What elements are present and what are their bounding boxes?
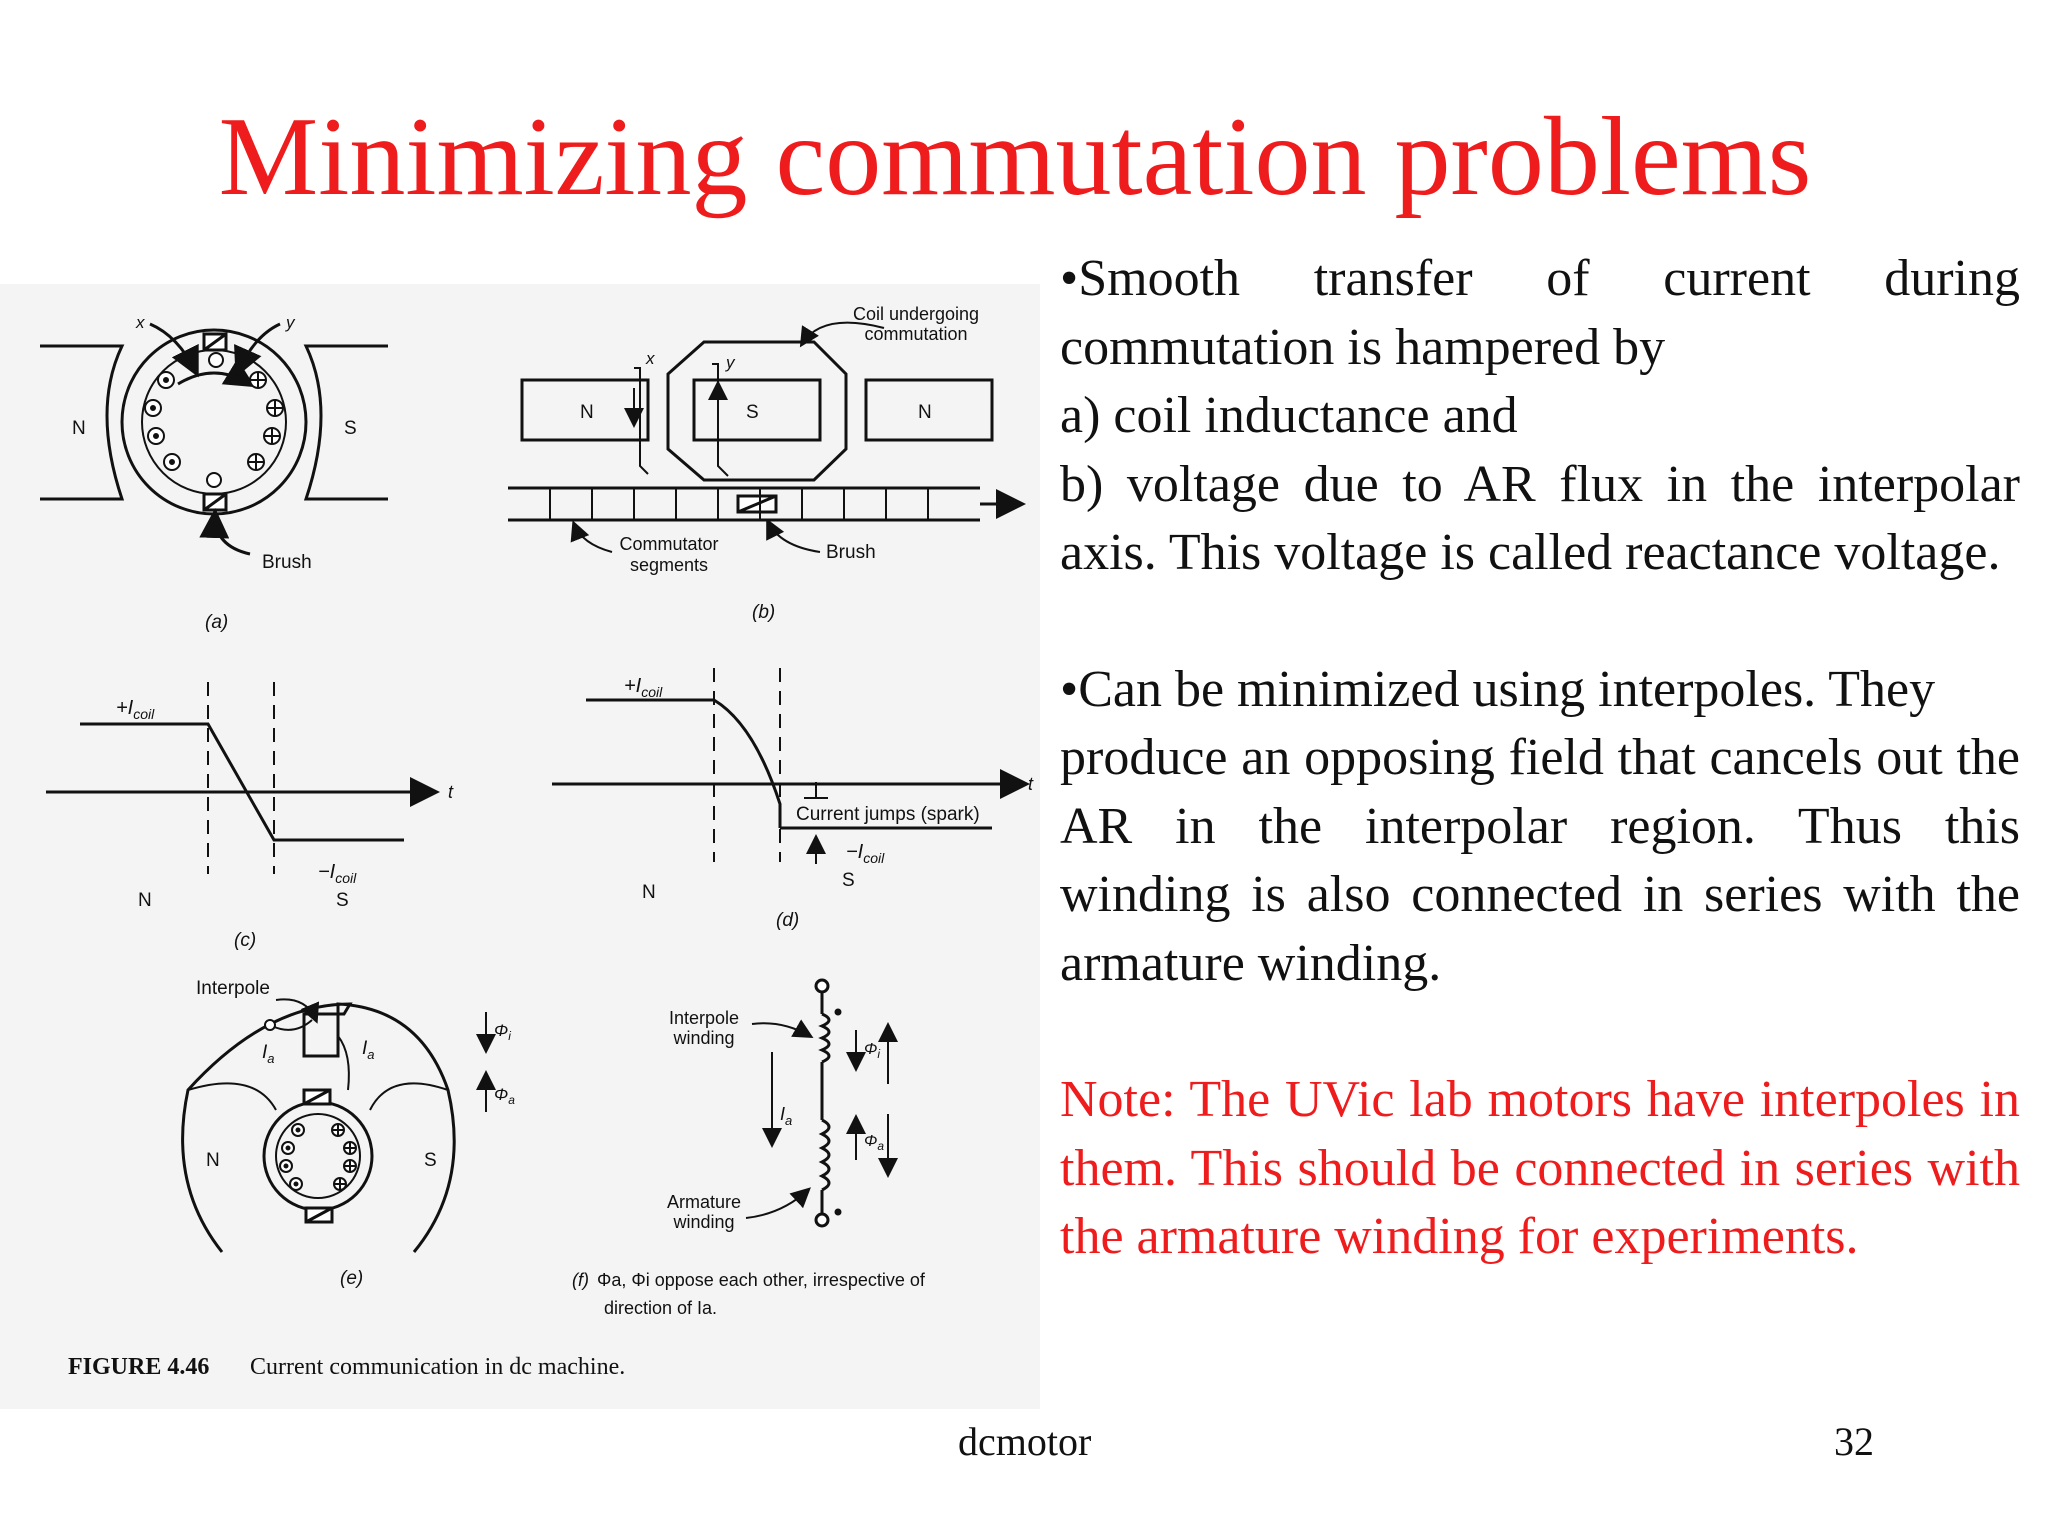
footer-label: dcmotor [958, 1419, 1092, 1464]
panel-f-ia: Ia [780, 1104, 792, 1128]
panel-e-label: (e) [340, 1268, 363, 1289]
panel-a-brush-label: Brush [262, 552, 312, 573]
panel-b-south: S [746, 402, 759, 423]
panel-b [508, 321, 1026, 553]
panel-a-label: (a) [205, 612, 228, 633]
panel-f-note2: direction of Ia. [604, 1298, 717, 1318]
panel-a-north: N [72, 418, 86, 439]
panel-f-phi-i: Φi [864, 1041, 880, 1061]
panel-e-interpole-label: Interpole [196, 978, 270, 999]
panel-d-t: t [1028, 774, 1034, 794]
panel-e-ia-left: Ia [262, 1042, 275, 1066]
bullet-1-line-1: •Smooth transfer of current during commu… [1060, 250, 2020, 376]
panel-c-south: S [336, 890, 349, 911]
panel-d-north: N [642, 882, 656, 903]
panel-e-north: N [206, 1150, 220, 1171]
bullet-1-line-2: a) coil inductance and [1060, 387, 1518, 444]
panel-d-spark: Current jumps (spark) [796, 804, 980, 825]
panel-a [40, 322, 388, 556]
panel-c-plus: +Icoil [116, 697, 155, 722]
panel-b-x: x [645, 349, 655, 368]
panel-b-north2: N [918, 402, 932, 423]
panel-b-label: (b) [752, 602, 775, 623]
panel-a-y: y [285, 313, 296, 332]
panel-c-minus: −Icoil [318, 861, 357, 886]
panel-e-conductors [264, 1019, 357, 1191]
panel-b-y: y [725, 353, 736, 372]
panel-e-phi-a: Φa [494, 1085, 515, 1107]
panel-d-label: (d) [776, 910, 799, 931]
panel-f-phi-a: Φa [864, 1133, 884, 1153]
note-paragraph: Note: The UVic lab motors have interpole… [1060, 1071, 2020, 1265]
panel-d-minus: −Icoil [846, 841, 885, 866]
figure-scan: N S x y Brush (a) [0, 284, 1040, 1409]
figure-caption-text: Current communication in dc machine. [250, 1354, 625, 1380]
panel-b-north1: N [580, 402, 594, 423]
panel-f-note: (f)Φa, Φi oppose each other, irrespectiv… [572, 1270, 926, 1290]
panel-d-south: S [842, 870, 855, 891]
panel-e [181, 998, 496, 1253]
figure-caption-number: FIGURE 4.46 [68, 1354, 209, 1380]
panel-e-south: S [424, 1150, 437, 1171]
text-column: •Smooth transfer of current during commu… [1060, 245, 2020, 1272]
polarity-dot-top [834, 1008, 842, 1016]
panel-a-conductors [144, 352, 284, 488]
panel-a-x: x [135, 313, 145, 332]
slide-title: Minimizing commutation problems [218, 95, 1812, 219]
panel-c [46, 682, 440, 874]
bullet-2-line-2: produce an opposing field that cancels o… [1060, 729, 2020, 992]
panel-b-commutator-label: Commutator segments [619, 534, 718, 575]
commutator-segments [549, 488, 929, 520]
panel-f [745, 978, 898, 1228]
panel-c-t: t [448, 782, 454, 802]
panel-b-coil-label: Coil undergoing commutation [853, 304, 979, 344]
page-number: 32 [1834, 1419, 1874, 1464]
panel-e-phi-i: Φi [494, 1021, 511, 1043]
panel-d-plus: +Icoil [624, 675, 663, 700]
polarity-dot-bottom [834, 1208, 842, 1216]
commutation-figure: N S x y Brush (a) [40, 304, 1034, 1380]
panel-c-north: N [138, 890, 152, 911]
bullet-1-line-3: b) voltage due to AR flux in the interpo… [1060, 455, 2020, 582]
panel-e-ia-right: Ia [362, 1038, 375, 1062]
panel-d [552, 668, 1030, 864]
panel-b-brush-label: Brush [826, 542, 876, 563]
panel-f-interpole-label: Interpole winding [669, 1008, 739, 1048]
panel-a-south: S [344, 418, 357, 439]
panel-c-label: (c) [234, 930, 256, 951]
panel-f-armature-label: Armature winding [667, 1192, 741, 1232]
bullet-2-line-1: •Can be minimized using interpoles. They [1060, 660, 1936, 718]
